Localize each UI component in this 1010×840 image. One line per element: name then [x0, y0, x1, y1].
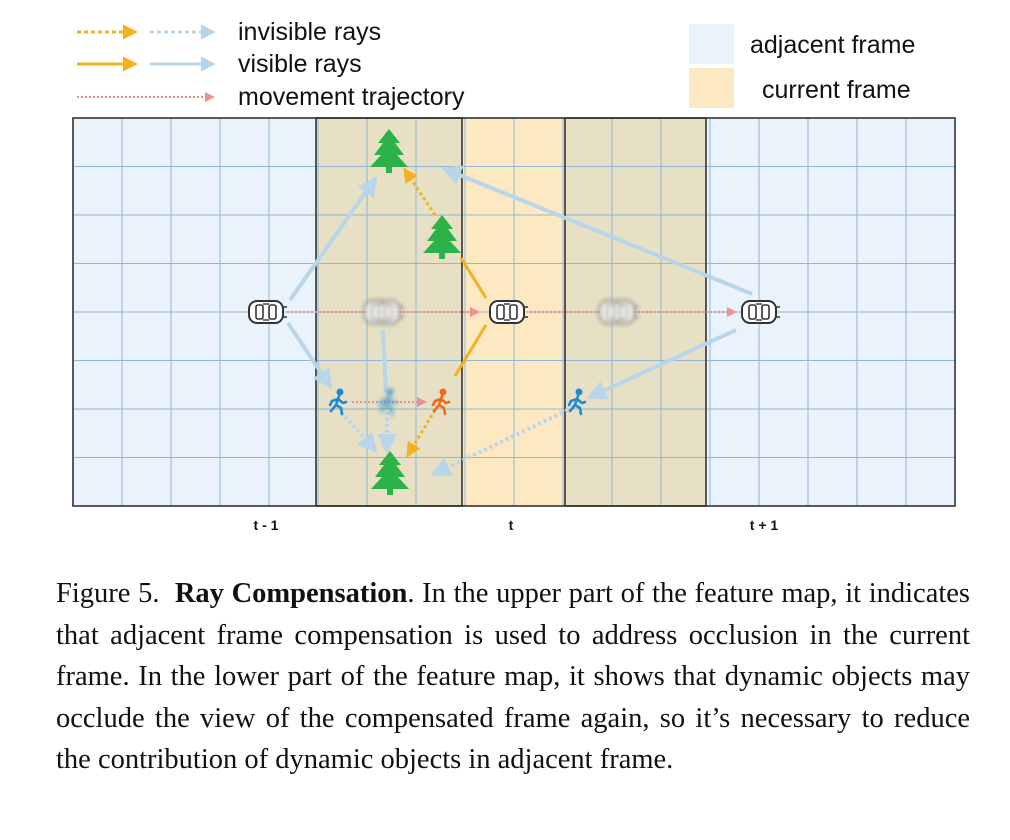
blue-ray-next-car-to-pedestrian [586, 328, 737, 400]
orange-dotted-ray-to-lower-tree [406, 409, 437, 458]
blurred-car-icon [364, 300, 404, 324]
orange-ray-car-to-pedestrian [453, 324, 488, 377]
car-icon [489, 300, 529, 324]
blue-dotted-ray-pedestrian-to-tree [339, 410, 378, 453]
legend-invisible-rays: invisible rays [77, 18, 381, 46]
blue-ray-car-to-pedestrian [286, 321, 333, 390]
figure-caption: Figure 5. Ray Compensation. In the upper… [56, 573, 970, 781]
blue-ray-center [381, 329, 388, 393]
legend-label-current-frame: current frame [762, 76, 911, 104]
blurred-car-icon [599, 300, 639, 324]
legend-label-visible-rays: visible rays [238, 50, 362, 78]
legend-label-adjacent-frame: adjacent frame [750, 31, 915, 59]
feature-map-border [72, 117, 956, 507]
legend-visible-rays: visible rays [77, 50, 362, 78]
car-icon [741, 300, 781, 324]
legend-label-movement-trajectory: movement trajectory [238, 83, 465, 111]
figure-caption-title: Ray Compensation [174, 578, 408, 609]
legend-label-invisible-rays: invisible rays [238, 18, 381, 46]
time-label-next: t + 1 [750, 517, 779, 533]
legend-swatch-adjacent-frame [689, 24, 734, 64]
blue-ray-next-car-to-tree [441, 165, 753, 296]
car-icon [248, 300, 288, 324]
feature-map [72, 117, 956, 507]
time-label-current: t [509, 517, 514, 533]
orange-ray-car-to-tree [459, 257, 488, 299]
legend: invisible rays visible rays movement tra… [77, 18, 465, 111]
figure-number: Figure 5. [56, 578, 160, 609]
ray-compensation-figure: invisible rays visible rays movement tra… [72, 18, 956, 533]
figure-caption-body: . In the upper part of the feature map, … [56, 578, 971, 775]
time-label-previous: t - 1 [254, 517, 279, 533]
blue-ray-car-to-tree [288, 175, 378, 302]
blue-dotted-ray-right-to-tree [430, 408, 569, 477]
legend-movement-trajectory: movement trajectory [77, 83, 465, 111]
frame-legend: adjacent frame current frame [689, 24, 915, 108]
legend-swatch-current-frame [689, 68, 734, 108]
